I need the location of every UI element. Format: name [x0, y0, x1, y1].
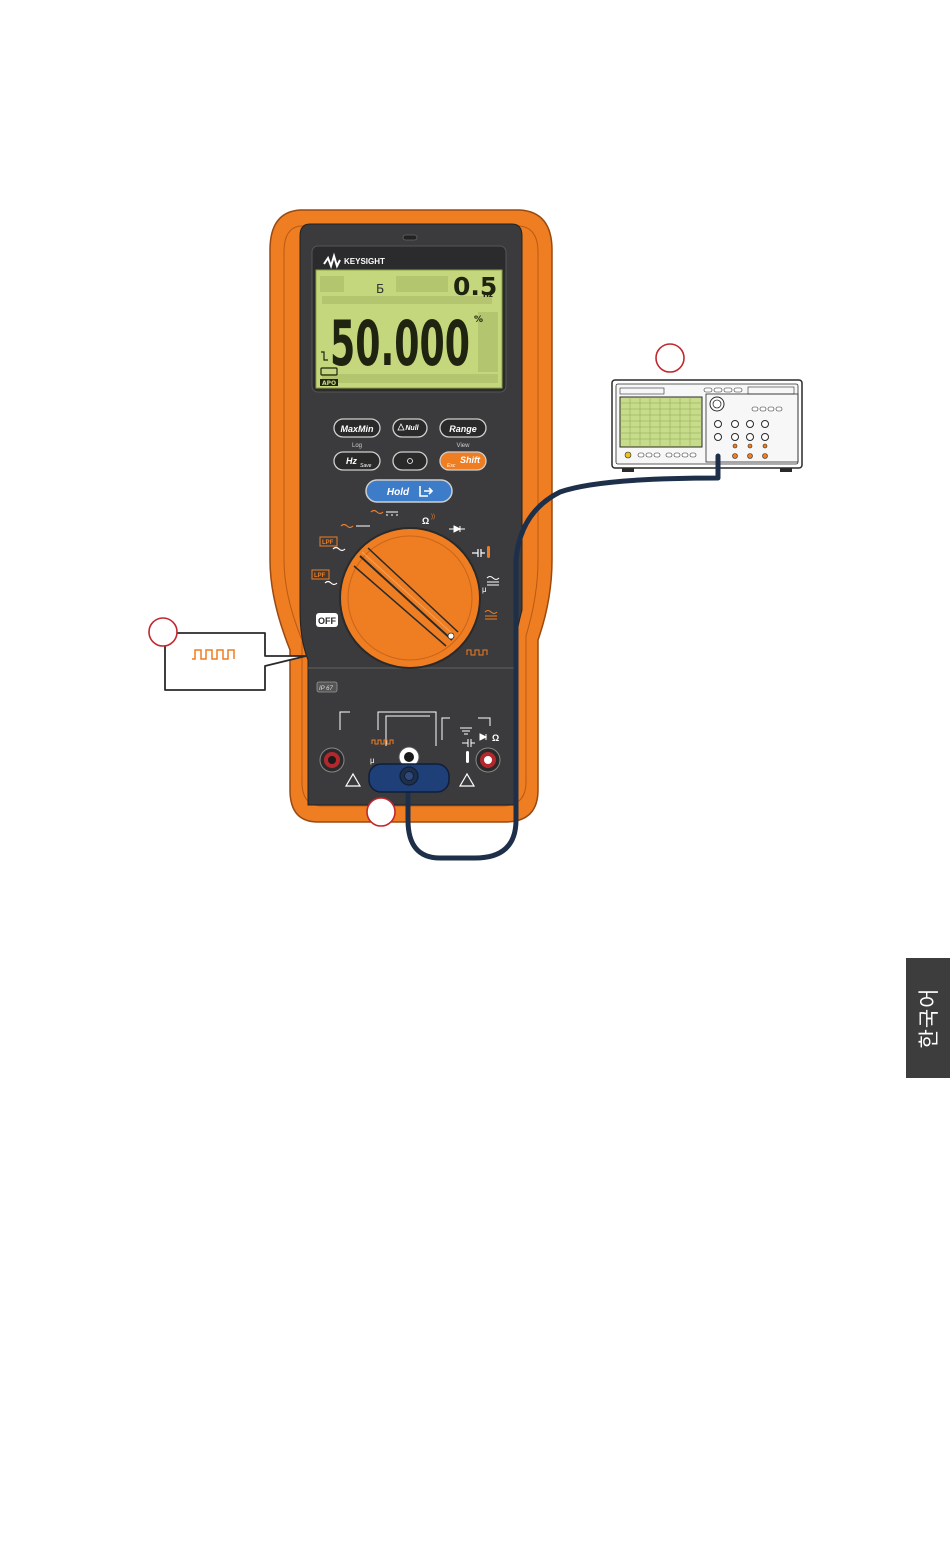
thermometer-icon — [487, 546, 490, 558]
maxmin-label: MaxMin — [340, 424, 374, 434]
step-marker-1 — [149, 618, 177, 646]
step-marker-2 — [656, 344, 684, 372]
save-label: Save — [360, 463, 372, 469]
thermometer-terminal-icon — [466, 751, 469, 763]
input-jack-left[interactable] — [320, 748, 344, 772]
language-tab-label: 한국어 — [913, 988, 943, 1049]
secondary-unit: Hz — [483, 291, 493, 299]
hz-label: Hz — [346, 456, 357, 466]
continuity-icon: )) — [431, 514, 435, 520]
shift-button[interactable]: Esc Shift — [440, 452, 486, 470]
step-marker-3 — [367, 798, 395, 826]
shift-label: Shift — [460, 455, 481, 465]
ohm-terminal-label: Ω — [492, 733, 499, 743]
ip-rating-label: IP 67 — [319, 686, 333, 692]
backlight-button[interactable] — [393, 452, 427, 470]
ohm-label: Ω — [422, 516, 429, 526]
language-tab: 한국어 — [906, 958, 950, 1078]
hz-button[interactable]: Hz Save — [334, 452, 380, 470]
primary-reading: 50.000 — [330, 307, 470, 380]
multimeter: KEYSIGHT Б 0.5 Hz 50.000 % APO MaxMin Lo… — [270, 210, 552, 822]
lcd-indicator-b: Б — [376, 282, 384, 296]
maxmin-button[interactable]: MaxMin — [334, 419, 380, 437]
hold-button[interactable]: Hold — [366, 480, 452, 502]
log-label: Log — [352, 443, 362, 449]
waveform-callout — [165, 633, 306, 690]
range-button[interactable]: Range — [440, 419, 486, 437]
brand-label: KEYSIGHT — [344, 257, 385, 266]
power-led — [625, 452, 631, 458]
esc-label: Esc — [447, 463, 456, 469]
null-button[interactable]: Null — [393, 419, 427, 437]
function-generator — [612, 380, 802, 472]
micro-a-terminal-label: μ — [370, 756, 375, 765]
off-label: OFF — [318, 616, 336, 626]
apo-label: APO — [322, 380, 336, 387]
indicator-led — [403, 235, 417, 240]
rotary-dial[interactable] — [340, 528, 480, 668]
dial-pointer — [448, 633, 454, 639]
input-jack-right[interactable] — [476, 748, 500, 772]
hold-label: Hold — [387, 487, 410, 498]
lpf-label-1: LPF — [322, 540, 334, 546]
range-label: Range — [449, 424, 477, 434]
view-label: View — [457, 443, 471, 449]
generator-screen — [620, 397, 702, 447]
micro-a-label: μ — [482, 585, 487, 594]
lpf-label-2: LPF — [314, 573, 326, 579]
generator-knob — [710, 397, 724, 411]
bnc-adapter[interactable] — [369, 764, 449, 792]
null-label: Null — [405, 425, 419, 432]
primary-unit: % — [474, 315, 483, 325]
